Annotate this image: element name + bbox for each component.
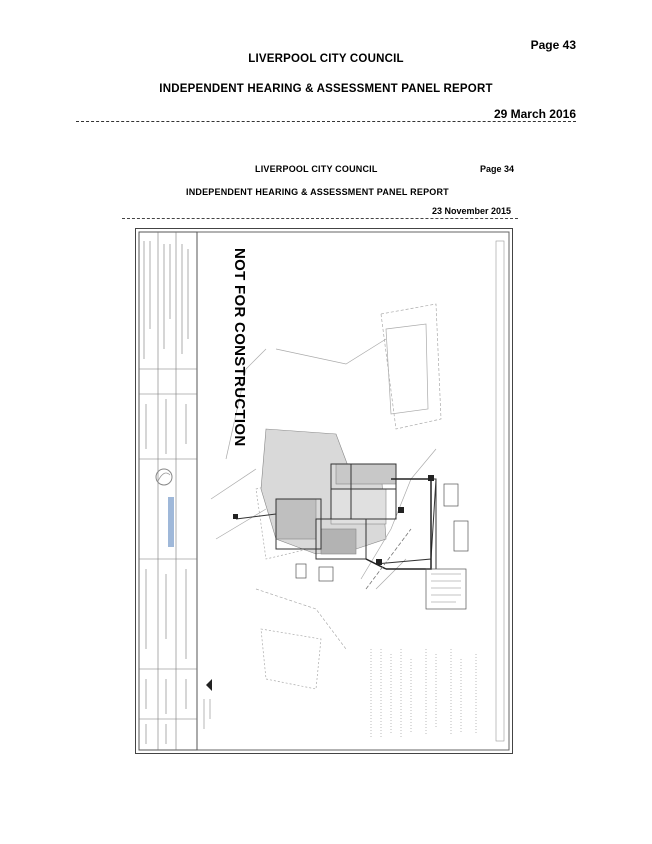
header-divider [76,121,576,122]
embedded-page-number: Page 34 [480,164,515,174]
report-date: 29 March 2016 [493,107,576,121]
embedded-report-title: INDEPENDENT HEARING & ASSESSMENT PANEL R… [186,187,449,197]
embedded-report-date: 23 November 2015 [432,206,512,216]
not-for-construction-stamp: NOT FOR CONSTRUCTION [231,248,248,447]
embedded-header-divider [122,218,518,219]
site-plan-drawing [135,228,513,754]
site-plan-graphic [138,231,510,751]
council-name: LIVERPOOL CITY COUNCIL [248,53,404,65]
embedded-council-name: LIVERPOOL CITY COUNCIL [255,164,378,174]
report-title: INDEPENDENT HEARING & ASSESSMENT PANEL R… [159,83,493,95]
page-number: Page 43 [530,38,576,52]
